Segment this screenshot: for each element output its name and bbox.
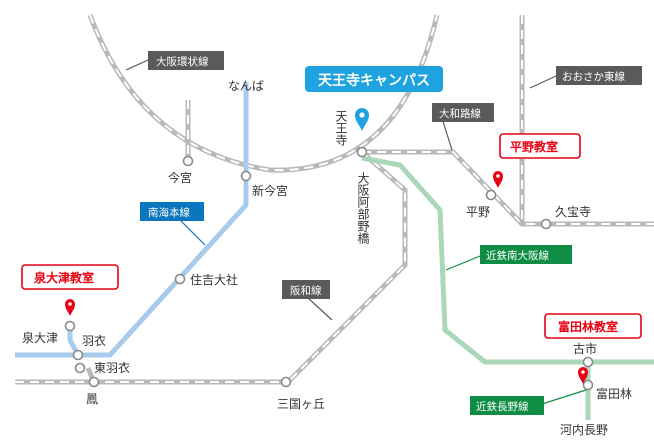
yamatoji-line <box>362 149 654 227</box>
campus-callout[interactable]: 天王寺キャンパス <box>305 66 443 131</box>
station-dot-otori <box>88 376 100 388</box>
school-callout-izumiotsu[interactable]: 泉大津教室 <box>21 264 119 316</box>
line-tag-kintetsu-nagano-text: 近鉄長野線 <box>476 400 529 413</box>
station-dot-hagoromo <box>72 349 84 361</box>
station-label-osaka-abenobashi: 大阪阿部野橋 <box>356 172 370 245</box>
school-badge-hirano <box>499 133 581 159</box>
station-label-tennoji: 天王寺 <box>334 110 348 146</box>
line-tag-kintetsu-minami-osaka: 近鉄南大阪線 <box>445 245 572 271</box>
station-label-kawachinagano: 河内長野 <box>560 423 608 437</box>
station-labels: なんば 今宮 新今宮 天王寺 大阪阿部野橋 平野 久宝寺 住吉大社 泉大津 羽衣… <box>22 79 632 437</box>
line-tag-osaka-higashi-text: おおさか東線 <box>562 70 625 83</box>
station-label-sumiyoshi-taisha: 住吉大社 <box>190 272 238 287</box>
station-dot-tondabayashi <box>582 379 594 391</box>
line-tag-nankai-main-text: 南海本線 <box>148 206 190 219</box>
school-pin-icon <box>493 171 503 188</box>
station-label-higashi-hagoromo: 東羽衣 <box>94 360 130 375</box>
line-tag-kintetsu-nagano: 近鉄長野線 <box>470 389 587 415</box>
station-dot-higashi-hagoromo <box>74 362 86 374</box>
school-pin-icon <box>578 367 588 384</box>
station-dot-tennoji <box>356 146 368 158</box>
station-label-izumiotsu: 泉大津 <box>22 331 58 345</box>
school-badge-izumiotsu <box>21 264 119 290</box>
station-label-imamiya: 今宮 <box>168 170 192 185</box>
station-label-furuichi: 古市 <box>573 341 597 356</box>
campus-name: 天王寺キャンパス <box>318 73 430 89</box>
station-dot-shin-imamiya <box>240 170 252 182</box>
jr-bottom-line <box>15 367 290 385</box>
osaka-loop-line <box>87 14 440 173</box>
station-dot-imamiya <box>182 155 194 167</box>
school-name-hirano: 平野教室 <box>510 139 558 154</box>
line-tag-hanwa-text: 阪和線 <box>290 284 322 297</box>
station-dot-furuichi <box>582 356 594 368</box>
hanwa-line <box>288 150 408 382</box>
school-callout-tondabayashi[interactable]: 富田林教室 <box>544 313 642 384</box>
line-tag-osaka-loop-text: 大阪環状線 <box>156 55 209 68</box>
line-tag-yamatoji-text: 大和路線 <box>439 107 481 120</box>
nankai-main-line <box>15 82 249 358</box>
line-tag-hanwa: 阪和線 <box>282 280 333 321</box>
line-tag-yamatoji: 大和路線 <box>432 103 494 151</box>
station-label-kyuhoji: 久宝寺 <box>555 205 591 219</box>
campus-badge <box>305 66 443 92</box>
station-dot-mikunigaoka <box>280 376 292 388</box>
station-label-hagoromo: 羽衣 <box>82 333 106 348</box>
station-dot-kyuhoji <box>540 218 552 230</box>
line-tag-kintetsu-minami-osaka-text: 近鉄南大阪線 <box>486 249 549 262</box>
campus-pin-icon <box>355 108 369 131</box>
station-label-namba: なんば <box>228 79 264 93</box>
station-label-shin-imamiya: 新今宮 <box>252 183 288 198</box>
school-pin-icon <box>65 299 75 316</box>
station-dot-sumiyoshi-taisha <box>174 273 186 285</box>
station-label-tondabayashi: 富田林 <box>596 386 632 401</box>
station-label-otori: 鳳 <box>86 392 98 406</box>
school-badge-tondabayashi <box>544 313 642 339</box>
station-dot-hirano <box>485 189 497 201</box>
kintetsu-minami-osaka-line <box>361 155 654 365</box>
station-label-mikunigaoka: 三国ヶ丘 <box>277 397 325 411</box>
station-label-hirano: 平野 <box>466 205 490 219</box>
station-dot-izumiotsu <box>64 320 76 332</box>
line-tag-osaka-loop: 大阪環状線 <box>125 51 224 71</box>
school-name-tondabayashi: 富田林教室 <box>558 319 618 334</box>
line-tag-nankai-main: 南海本線 <box>140 202 206 246</box>
school-callout-hirano[interactable]: 平野教室 <box>493 133 581 188</box>
station-markers <box>64 146 594 391</box>
line-tag-osaka-higashi: おおさか東線 <box>529 66 642 89</box>
line-tags: 大阪環状線 おおさか東線 大和路線 南海本線 近鉄南大阪線 <box>125 51 642 415</box>
school-name-izumiotsu: 泉大津教室 <box>34 270 94 285</box>
